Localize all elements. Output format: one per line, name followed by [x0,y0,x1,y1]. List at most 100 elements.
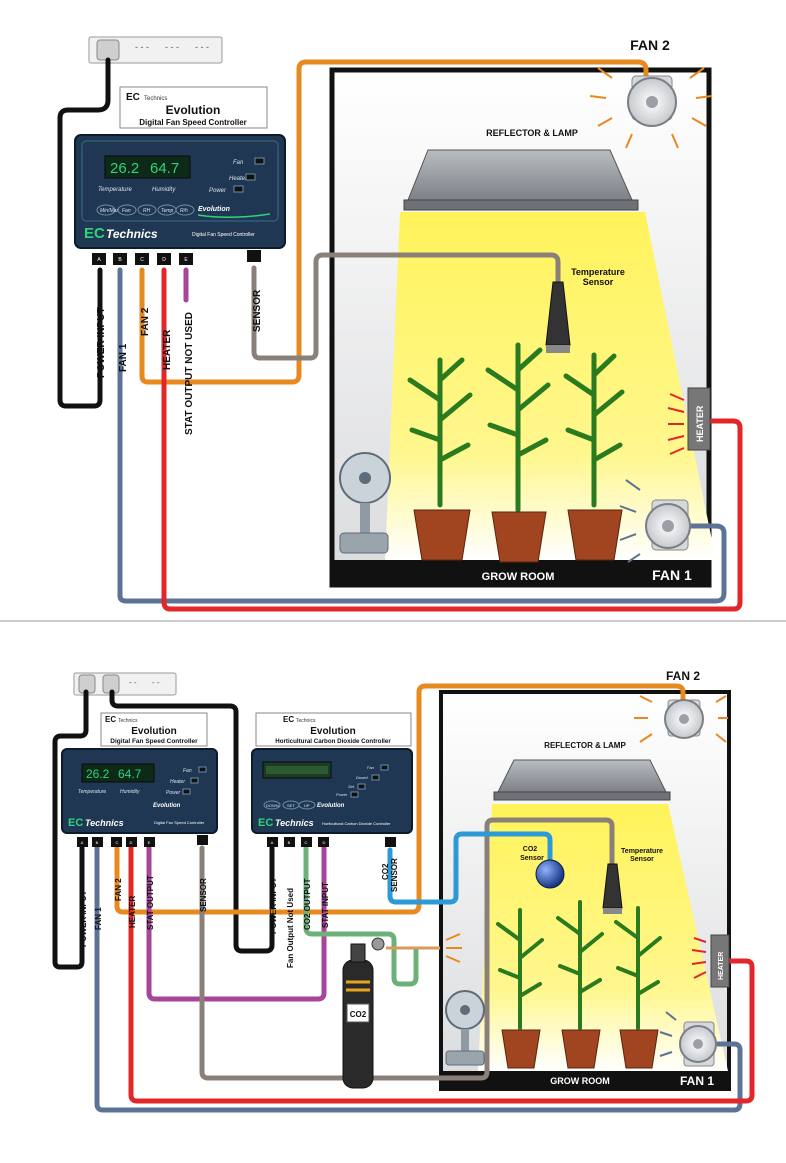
indicator-fan-led [254,157,265,165]
port-e-label: E [184,257,188,263]
button-fan[interactable] [117,204,137,216]
controller-1-label: EC Technics Evolution Digital Fan Speed … [119,86,268,129]
button-rh2[interactable] [175,204,195,216]
display-humidity: 64.7 [150,160,179,177]
co2-sensor-2: CO2 Sensor [520,846,565,889]
button-up[interactable] [298,800,316,810]
indicator-power-label: Power [336,792,348,797]
air-flow-arrows [589,67,713,149]
temp-sensor-label-2: Sensor [630,856,654,863]
label-fan2: FAN 2 [140,307,151,336]
reflector-lamp-2: REFLECTOR & LAMP [493,741,671,801]
plant [485,342,551,563]
brand-large: Technics [85,818,124,828]
button-rh-label: RH [143,208,151,214]
wire-power-2b [109,689,275,954]
label-temperature: Temperature [98,187,132,193]
model-name: Evolution [198,206,230,213]
indicator-heater-label: Heater [229,176,248,182]
port-d-label: D [323,840,326,845]
wire-fan1-1 [117,267,727,604]
label-temperature: Temperature [78,789,106,795]
indicator-heater-label: Heater [170,779,185,785]
port-row: A B C D E [92,250,261,265]
label-heater: HEATER [128,895,137,928]
wire-heater-2 [128,845,755,1104]
button-set-label: SET [287,803,295,808]
label-power-input: POWER INPUT [79,890,88,947]
port-d-label: D [162,257,166,263]
label-co2-sensor-1: CO2 [381,863,390,880]
indicator-fan-label: Fan [183,768,192,774]
label-fan2: FAN 2 [114,878,123,901]
ec-logo: EC [283,715,294,724]
co2-sensor-label-2: Sensor [520,855,544,862]
wires-2 [52,683,755,1113]
label-humidity: Humidity [152,187,176,193]
button-row: DOWN SET UP [263,800,316,810]
port-row: A B C D E [77,835,208,847]
controller-subtitle: Digital Fan Speed Controller [139,118,247,127]
port-co2-sensor [385,837,396,847]
button-rh[interactable] [137,204,157,216]
heater-label: HEATER [718,952,725,980]
heater-1: HEATER [667,387,711,455]
wire-sensor-1 [251,252,561,361]
heater-label: HEATER [695,405,705,442]
brand-small: Technics [296,718,316,724]
indicator-heater-led [245,173,256,181]
svg-text:- -: - - [129,678,137,687]
fan2-label: FAN 2 [666,669,700,683]
button-minmax[interactable] [96,204,116,216]
port-c-label: C [305,840,308,845]
svg-text:- - -: - - - [165,42,179,52]
button-rh2-label: R/h [180,208,188,214]
reflector-lamp-1: REFLECTOR & LAMP [403,128,639,211]
wire-power-2a [52,689,89,970]
port-e [179,253,193,265]
diagram-1: - - - - - - - - - EC Technics Evolution … [57,36,743,612]
label-fan-output-not-used: Fan Output Not Used [286,888,295,968]
fan1-2: FAN 1 [659,1011,717,1088]
co2-flow-arrows [445,933,462,963]
heat-arrows [667,393,685,455]
oscillating-fan-2 [445,990,485,1066]
svg-text:- - -: - - - [195,42,209,52]
ec-logo-large: EC [258,817,273,829]
display-temperature: 26.2 [86,767,110,781]
controller-subtitle: Horticultural Carbon Dioxide Controller [275,738,391,745]
wire-fan2-1 [139,59,649,385]
port-a-label: A [97,257,101,263]
heat-arrows [691,937,707,979]
co2-controller: Fan Dosed Set Power DOWN SET UP Evolutio… [251,748,413,847]
grow-room-label: GROW ROOM [550,1076,610,1086]
reflector-label: REFLECTOR & LAMP [486,128,578,138]
wire-fan2-2 [114,683,686,915]
co2-sensor-label-1: CO2 [523,846,538,853]
label-humidity: Humidity [120,789,140,795]
plant [556,900,604,1069]
button-down[interactable] [263,800,281,810]
port-sensor [247,250,261,262]
controller-footer: Digital Fan Speed Controller [192,232,255,238]
label-heater: HEATER [162,329,173,370]
label-stat-output: STAT OUTPUT NOT USED [184,312,195,435]
model-name: Evolution [153,803,181,809]
grow-room-label: GROW ROOM [482,571,555,583]
button-row: Min/Max Fan RH Temp R/h [96,204,195,216]
port-d-label: D [130,840,133,845]
fan2-2: FAN 2 [634,669,728,743]
indicator-fan-label: Fan [233,160,244,166]
plant [407,357,473,561]
wire-stat-2 [146,845,327,1002]
button-fan-label: Fan [122,208,131,214]
port-a-label: A [271,840,274,845]
label-co2-output: CO2 OUTPUT [303,878,312,930]
brand-large: Technics [275,818,314,828]
button-minmax-label: Min/Max [100,208,119,214]
brand-small: Technics [118,718,138,724]
port-b-label: B [288,840,291,845]
indicator-power-led [233,185,244,193]
indicator-fan-label: Fan [367,765,375,770]
wire-co2-output [303,845,419,987]
